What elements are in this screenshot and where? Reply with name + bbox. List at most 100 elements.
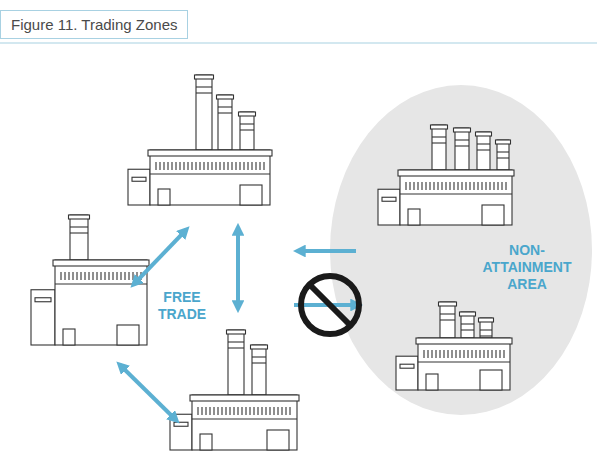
window-strip bbox=[179, 162, 180, 170]
window-strip bbox=[225, 407, 226, 415]
window-strip bbox=[221, 407, 222, 415]
chimney-ring bbox=[240, 129, 254, 130]
chimney-ring bbox=[252, 356, 266, 357]
window-strip bbox=[263, 162, 264, 170]
chimney-ring bbox=[477, 143, 490, 144]
window-strip bbox=[457, 182, 458, 190]
window-strip bbox=[437, 182, 438, 190]
band-line bbox=[400, 193, 512, 194]
chimney bbox=[228, 330, 244, 395]
window-strip bbox=[211, 162, 212, 170]
zone-label: FREE TRADE bbox=[153, 289, 211, 323]
window-strip bbox=[187, 162, 188, 170]
band-line bbox=[150, 173, 270, 174]
chimney-cap bbox=[227, 330, 246, 334]
trade-arrow bbox=[120, 365, 176, 420]
window-strip bbox=[243, 162, 244, 170]
window-strip bbox=[465, 182, 466, 190]
chimney-ring bbox=[461, 323, 474, 324]
chimney-cap bbox=[251, 345, 268, 349]
window-strip bbox=[241, 407, 242, 415]
window-strip bbox=[72, 272, 73, 280]
window-strip bbox=[483, 350, 484, 358]
trade-arrow bbox=[298, 249, 356, 253]
window-strip bbox=[477, 182, 478, 190]
window-strip bbox=[421, 182, 422, 190]
chimney-ring bbox=[455, 145, 469, 146]
building bbox=[55, 260, 147, 345]
window-strip bbox=[249, 407, 250, 415]
window-strip bbox=[447, 350, 448, 358]
region-ellipse: NON- ATTAINMENT AREA bbox=[330, 85, 592, 415]
chimney-ring bbox=[477, 149, 490, 150]
window-strip bbox=[92, 272, 93, 280]
annex bbox=[31, 290, 55, 345]
chimney-ring bbox=[440, 319, 455, 320]
window-strip bbox=[132, 272, 133, 280]
window-strip bbox=[265, 407, 266, 415]
window-strip bbox=[191, 162, 192, 170]
window-strip bbox=[259, 162, 260, 170]
trade-arrow bbox=[236, 228, 240, 308]
window-strip bbox=[453, 182, 454, 190]
window-strip bbox=[487, 350, 488, 358]
chimney-cap bbox=[476, 132, 492, 136]
window-strip bbox=[493, 182, 494, 190]
chimney-ring bbox=[240, 123, 254, 124]
window-strip bbox=[495, 350, 496, 358]
chimney-cap bbox=[460, 312, 476, 316]
window-strip bbox=[255, 162, 256, 170]
window-strip bbox=[239, 162, 240, 170]
window-strip bbox=[112, 272, 113, 280]
window-strip bbox=[449, 182, 450, 190]
gate bbox=[117, 325, 139, 345]
window-strip bbox=[159, 162, 160, 170]
chimney-cap bbox=[239, 112, 256, 116]
window-strip bbox=[108, 272, 109, 280]
chimney-ring bbox=[455, 139, 469, 140]
window-strip bbox=[405, 182, 406, 190]
band-line bbox=[55, 283, 147, 284]
window-strip bbox=[473, 182, 474, 190]
chimney-cap bbox=[439, 302, 457, 306]
chimney bbox=[218, 95, 232, 150]
window-strip bbox=[155, 162, 156, 170]
chimney bbox=[477, 132, 490, 170]
building bbox=[192, 395, 297, 450]
window-strip bbox=[413, 182, 414, 190]
window-strip bbox=[96, 272, 97, 280]
window-strip bbox=[219, 162, 220, 170]
window-strip bbox=[273, 407, 274, 415]
door bbox=[158, 189, 170, 205]
window-strip bbox=[463, 350, 464, 358]
window-strip bbox=[199, 162, 200, 170]
cornice bbox=[53, 260, 149, 266]
chimney-cap bbox=[431, 125, 448, 129]
annex bbox=[128, 169, 150, 205]
door bbox=[63, 329, 75, 345]
window-strip bbox=[229, 407, 230, 415]
factory bbox=[128, 75, 272, 205]
window-strip bbox=[445, 182, 446, 190]
chimney-ring bbox=[497, 157, 509, 158]
trade-arrows bbox=[120, 228, 359, 420]
door bbox=[426, 374, 438, 390]
window-strip bbox=[441, 182, 442, 190]
window-strip bbox=[215, 162, 216, 170]
window-strip bbox=[475, 350, 476, 358]
window-strip bbox=[120, 272, 121, 280]
window-strip bbox=[237, 407, 238, 415]
cornice bbox=[398, 170, 514, 176]
figure-title: Figure 11. Trading Zones bbox=[11, 16, 177, 33]
window-strip bbox=[261, 407, 262, 415]
chimney-ring bbox=[228, 347, 244, 348]
building bbox=[418, 338, 510, 390]
window-strip bbox=[116, 272, 117, 280]
chimney bbox=[196, 75, 212, 150]
chimney-ring bbox=[480, 335, 492, 336]
window-strip bbox=[481, 182, 482, 190]
window-strip bbox=[253, 407, 254, 415]
window-strip bbox=[84, 272, 85, 280]
chimney-ring bbox=[497, 151, 509, 152]
window-strip bbox=[461, 182, 462, 190]
